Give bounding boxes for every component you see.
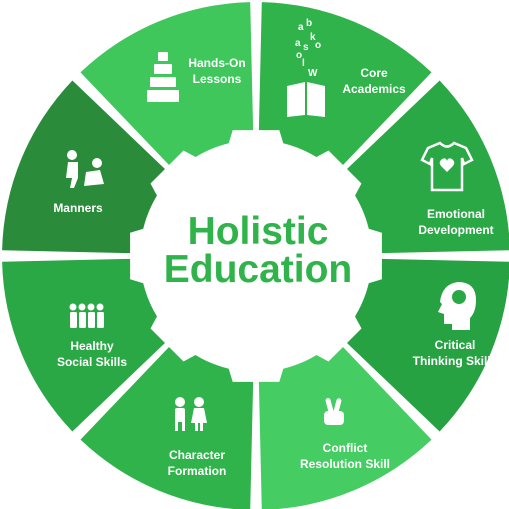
segment-label-line: Core bbox=[360, 66, 388, 80]
segment-label-line: Academics bbox=[342, 82, 406, 96]
svg-text:l: l bbox=[302, 58, 305, 69]
svg-text:o: o bbox=[296, 50, 302, 61]
segment-label-7: Manners bbox=[53, 201, 103, 215]
svg-text:s: s bbox=[303, 42, 309, 53]
head-brain-icon bbox=[438, 282, 476, 330]
svg-text:o: o bbox=[315, 40, 321, 51]
segment-label-line: Hands-On bbox=[188, 56, 245, 70]
blocks-icon bbox=[147, 52, 179, 102]
svg-text:W: W bbox=[308, 68, 318, 79]
segment-label-line: Character bbox=[169, 448, 225, 462]
segment-label-line: Emotional bbox=[427, 207, 485, 221]
segment-label-line: Resolution Skill bbox=[300, 457, 390, 471]
svg-text:b: b bbox=[306, 18, 312, 29]
segment-label-line: Formation bbox=[168, 464, 227, 478]
segment-label-line: Development bbox=[418, 223, 493, 237]
svg-text:k: k bbox=[310, 32, 316, 43]
segment-label-line: Manners bbox=[53, 201, 103, 215]
title-line-2: Education bbox=[164, 248, 353, 291]
segment-label-line: Lessons bbox=[193, 72, 242, 86]
gear-hub bbox=[140, 140, 372, 372]
segment-label-line: Conflict bbox=[323, 441, 368, 455]
segment-label-line: Social Skills bbox=[57, 355, 127, 369]
svg-text:a: a bbox=[295, 38, 301, 49]
peace-hand-icon bbox=[324, 398, 344, 425]
svg-text:a: a bbox=[298, 22, 304, 33]
tshirt-heart-icon bbox=[420, 141, 474, 192]
segment-label-line: Healthy bbox=[70, 339, 114, 353]
center-gear bbox=[130, 130, 382, 382]
title-line-1: Holistic bbox=[188, 210, 329, 253]
children-icon bbox=[175, 397, 207, 431]
segment-label-line: Thinking Skills bbox=[413, 354, 498, 368]
group-people-icon bbox=[69, 303, 104, 328]
segment-label-line: Critical bbox=[435, 338, 476, 352]
kneeling-people-icon bbox=[66, 150, 104, 188]
